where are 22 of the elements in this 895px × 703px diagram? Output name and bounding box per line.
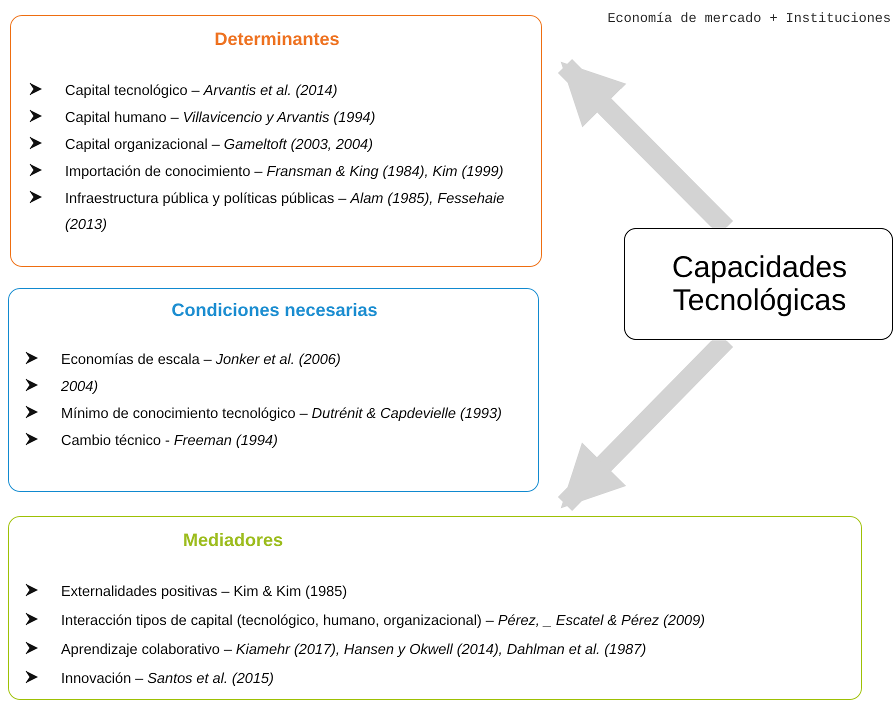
box-heading: Condiciones necesarias [170, 300, 379, 321]
list-item: Innovación – Santos et al. (2015) [61, 670, 274, 689]
list-item: Aprendizaje colaborativo – Kiamehr (2017), Hansen y Okwell (2014), Dahlman et al. (1987) [61, 641, 646, 660]
category-box [8, 288, 539, 492]
category-box [10, 15, 542, 267]
concept-box [624, 228, 893, 340]
list-item: Capital humano – Villavicencio y Arvantis (1994) [65, 109, 376, 128]
note-text: Economía de mercado + Instituciones [607, 12, 891, 27]
list-item: Externalidades positivas – Kim & Kim (1985) [61, 583, 348, 602]
list-item: Infraestructura pública y políticas públicas – Alam (1985), Fessehaie (2013) [65, 190, 506, 235]
list-item: Capital organizacional – Gameltoft (2003, 2004) [65, 136, 373, 155]
box-heading: Mediadores [183, 530, 284, 551]
list-item: Mínimo de conocimiento tecnológico – Dutrénit & Capdevielle (1993) [61, 405, 502, 424]
category-box [8, 516, 862, 700]
list-item: Interacción tipos de capital (tecnológico, humano, organizacional) – Pérez, _ Escatel & Pérez (2009) [61, 612, 706, 631]
list-item: Capital tecnológico – Arvantis et al. (2014) [65, 82, 338, 101]
box-heading: Determinantes [213, 29, 341, 50]
list-item: Cambio técnico - Freeman (1994) [61, 432, 278, 451]
list-item: Economías de escala – Jonker et al. (2006) [61, 351, 341, 370]
concept-title: Capacidades Tecnológicas [670, 251, 848, 317]
list-item: 2004) [61, 378, 98, 397]
list-item: Importación de conocimiento – Fransman & King (1984), Kim (1999) [65, 163, 504, 182]
